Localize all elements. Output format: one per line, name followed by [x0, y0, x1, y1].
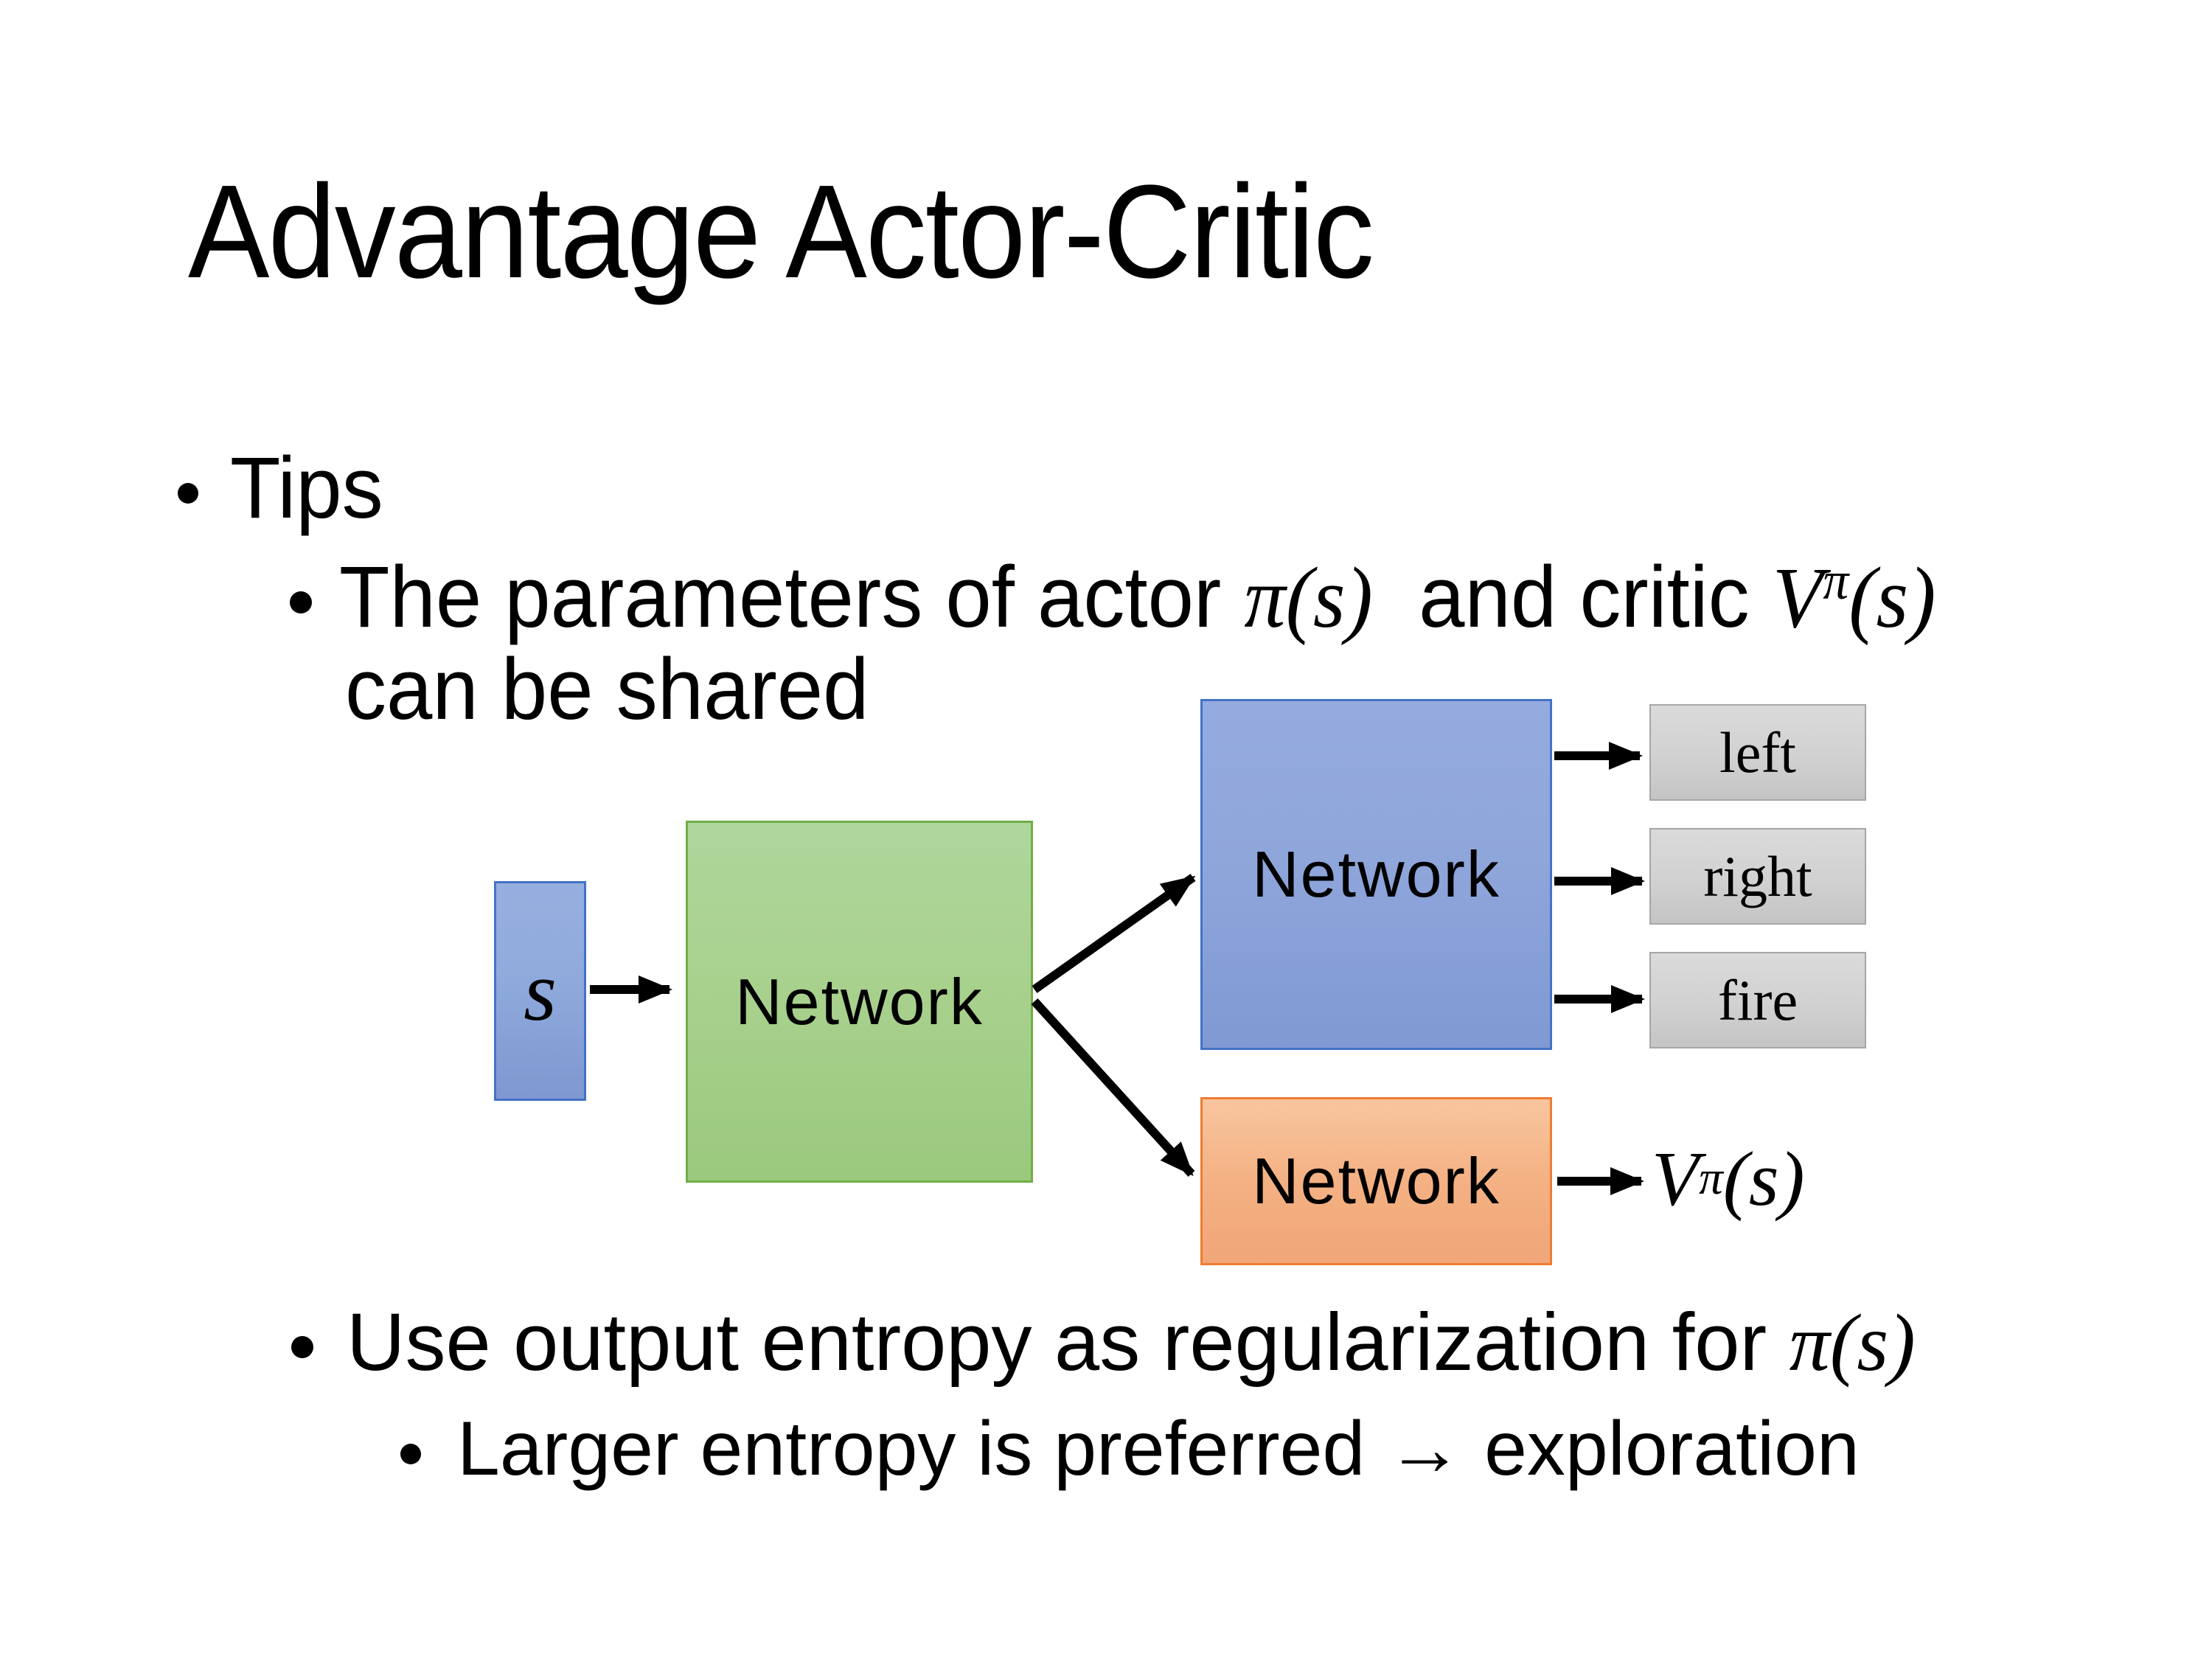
state-label: s — [524, 944, 557, 1038]
action-label-right: right — [1703, 844, 1812, 908]
parameters-text-mid: and critic — [1372, 549, 1773, 646]
state-box: s — [494, 881, 586, 1101]
slide-title: Advantage Actor-Critic — [188, 158, 1374, 306]
shared-network-box: Network — [686, 821, 1033, 1183]
actor-pi-math: π(s) — [1244, 549, 1373, 646]
arrow-shared-to-critic — [1031, 998, 1195, 1178]
bullet-text-can-be-shared: can be shared — [345, 641, 869, 738]
parameters-text-pre: The parameters of actor — [339, 549, 1245, 646]
bullet-text-parameters: The parameters of actor π(s) and critic … — [339, 554, 1935, 641]
critic-v-math: Vπ(s) — [1773, 549, 1936, 646]
bullet-text-entropy: Use output entropy as regularization for… — [347, 1302, 1916, 1384]
bullet-dot-tips — [178, 483, 198, 504]
value-v-base: V — [1652, 1135, 1700, 1222]
critic-network-label: Network — [1252, 1144, 1500, 1217]
action-label-left: left — [1719, 720, 1796, 785]
actor-network-label: Network — [1252, 838, 1500, 911]
critic-v-sup: π — [1823, 550, 1849, 611]
arrow-shared-to-actor — [1032, 874, 1196, 993]
bullet-dot-entropy — [291, 1336, 313, 1358]
action-box-right: right — [1649, 828, 1866, 925]
shared-network-label: Network — [735, 964, 984, 1038]
bullet-dot-exploration — [400, 1444, 421, 1464]
action-box-fire: fire — [1649, 952, 1866, 1048]
bullet-dot-parameters — [290, 591, 312, 613]
action-label-fire: fire — [1717, 967, 1798, 1032]
value-v-arg: (s) — [1722, 1135, 1805, 1222]
critic-v-arg: (s) — [1848, 549, 1936, 646]
entropy-text-pre: Use output entropy as regularization for — [347, 1297, 1790, 1388]
entropy-pi-math: π(s) — [1789, 1298, 1916, 1388]
bullet-text-tips: Tips — [230, 439, 383, 537]
action-box-left: left — [1649, 704, 1866, 801]
actor-network-box: Network — [1200, 699, 1552, 1050]
critic-network-box: Network — [1200, 1097, 1552, 1265]
bullet-text-exploration: Larger entropy is preferred → exploratio… — [457, 1406, 1860, 1492]
critic-v-base: V — [1772, 549, 1823, 646]
